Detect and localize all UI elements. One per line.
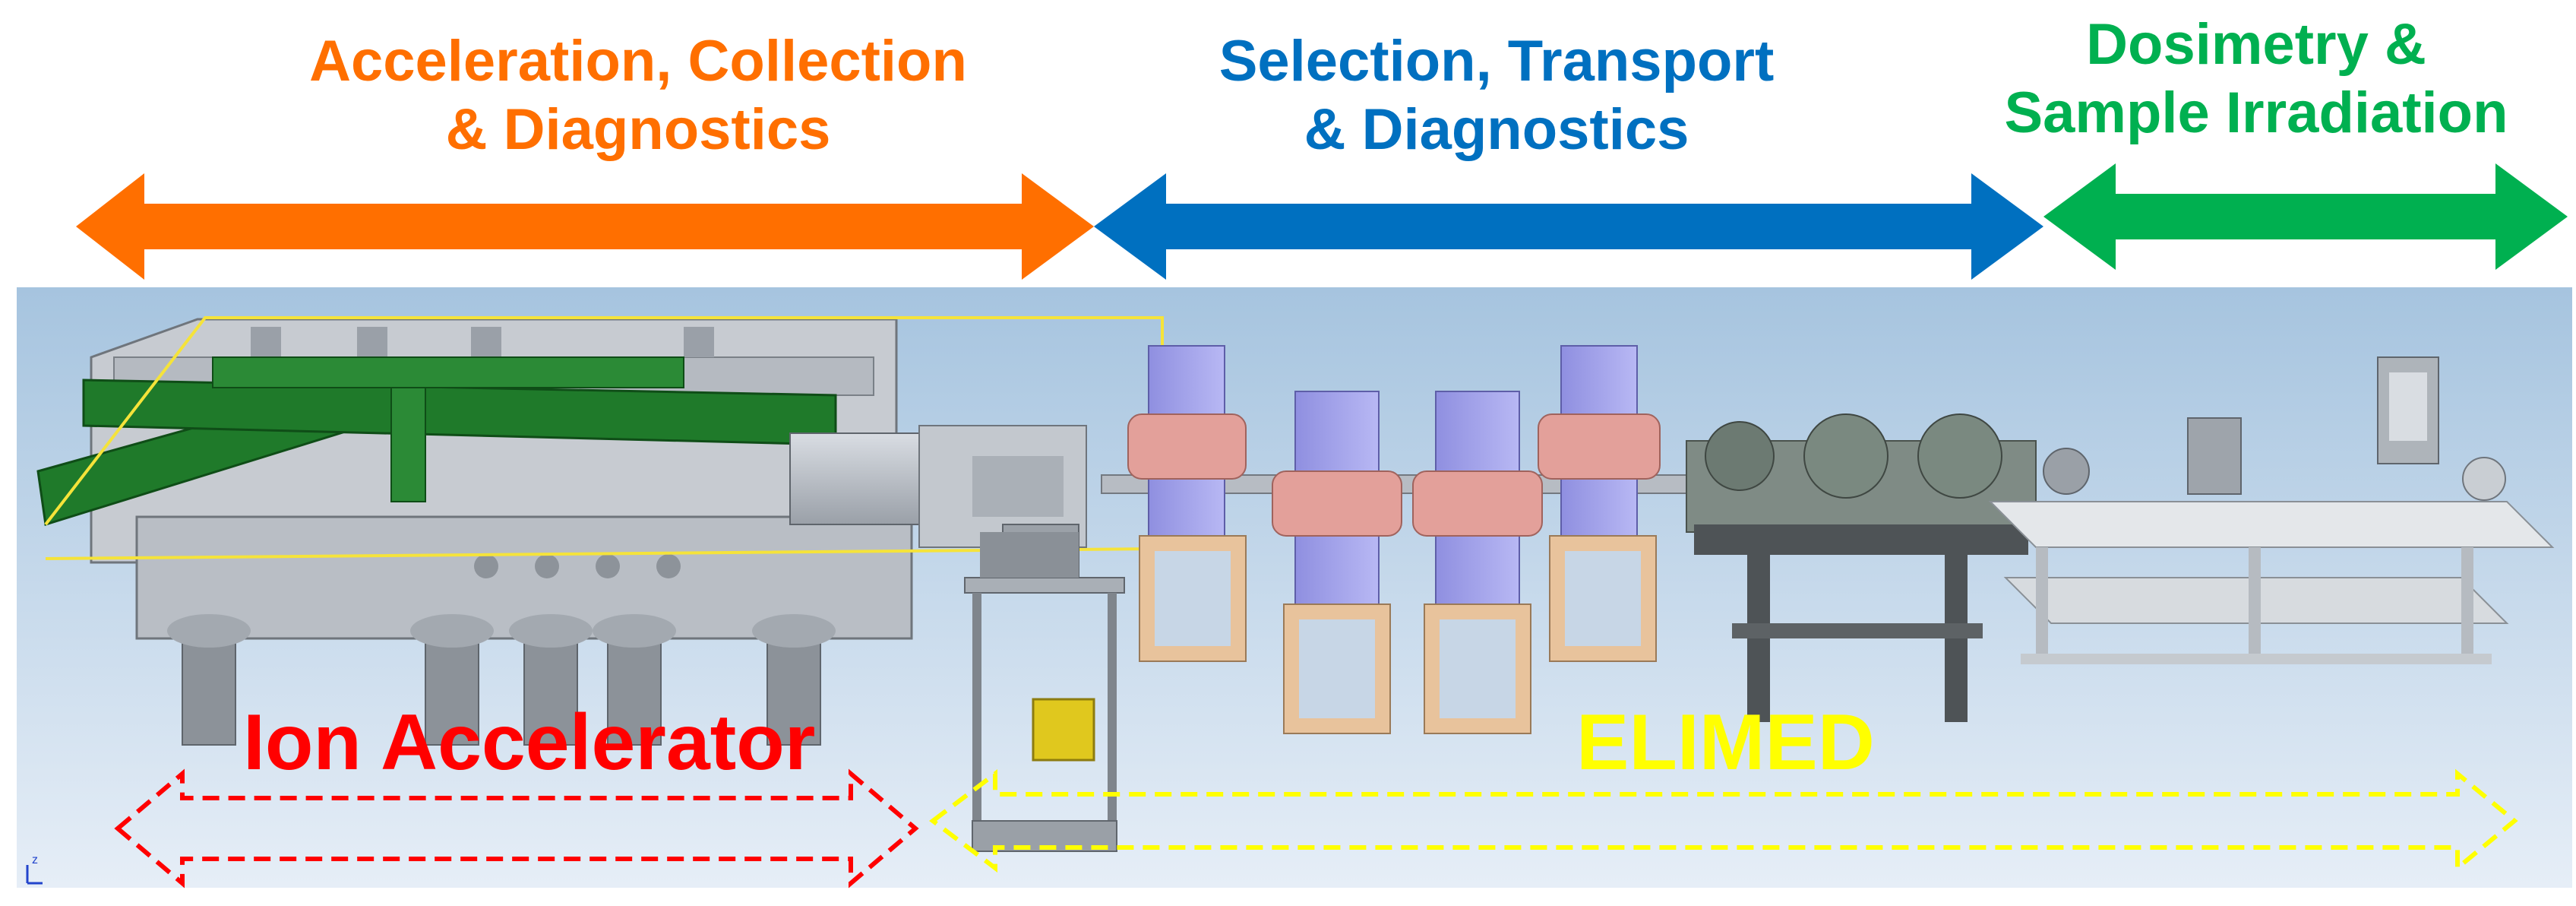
section-label-selection-line2: & Diagnostics	[1304, 97, 1689, 162]
quadrupole-magnet-2	[1272, 391, 1402, 734]
section-arrow-blue	[1094, 173, 2043, 280]
quadrupole-magnet-1	[1127, 345, 1247, 662]
quadrupole-magnet-3	[1412, 391, 1543, 734]
group-label-elimed: ELIMED	[1576, 699, 1875, 787]
group-arrow-ion-accelerator	[114, 768, 919, 889]
quadrupole-magnet-4	[1538, 345, 1661, 662]
section-label-selection-line1: Selection, Transport	[1218, 29, 1775, 93]
energy-selector	[1686, 413, 2037, 722]
group-label-ion-accelerator: Ion Accelerator	[243, 699, 816, 787]
section-arrow-green	[2043, 163, 2568, 270]
dosimetry-detectors	[2043, 356, 2506, 501]
support-legs	[167, 614, 836, 746]
axis-marker-label: z	[32, 854, 38, 866]
laser-beam-pipes	[36, 356, 837, 526]
irradiation-table	[1988, 501, 2555, 664]
section-arrow-orange	[76, 173, 1094, 280]
section-label-acceleration: Acceleration, Collection & Diagnostics	[273, 27, 1003, 163]
section-label-acceleration-line2: & Diagnostics	[445, 97, 831, 162]
axis-marker-icon: z	[26, 854, 43, 885]
section-label-selection: Selection, Transport & Diagnostics	[1155, 27, 1838, 163]
section-label-dosimetry-line1: Dosimetry &	[2086, 12, 2426, 77]
section-label-acceleration-line1: Acceleration, Collection	[309, 29, 967, 93]
group-arrow-elimed	[929, 768, 2518, 873]
section-label-dosimetry-line2: Sample Irradiation	[2004, 80, 2508, 145]
section-label-dosimetry: Dosimetry & Sample Irradiation	[1960, 11, 2552, 147]
frame-outline	[44, 316, 1164, 560]
